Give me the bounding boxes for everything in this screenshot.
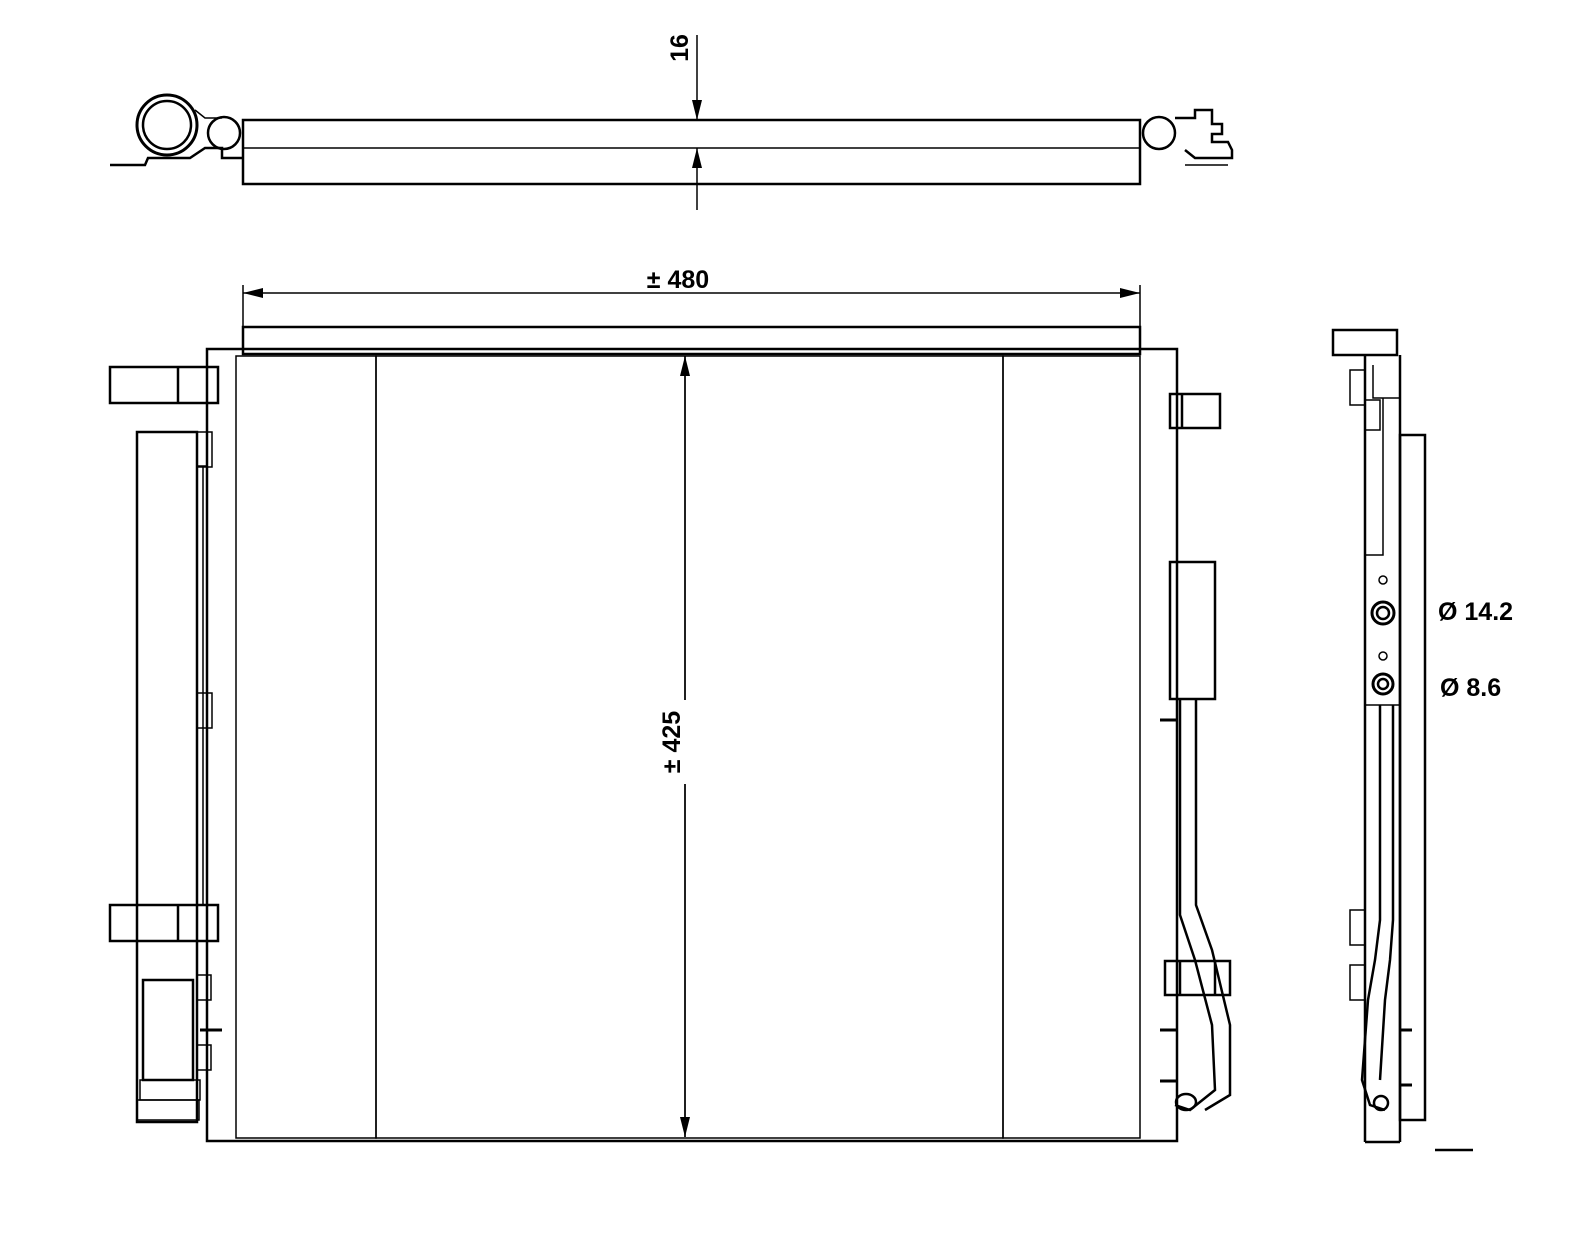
- side-view-pipe: [1360, 705, 1395, 1112]
- front-view-upper-left-bracket: [108, 365, 220, 405]
- side-view-top-seal: [1331, 328, 1399, 357]
- front-view-top-seal: [241, 325, 1142, 356]
- front-view-drier-filter: [141, 978, 195, 1082]
- front-view: ± 480 ± 425: [108, 266, 1232, 1143]
- side-view-port-large: [1370, 600, 1396, 626]
- top-view-left-tank-end: [206, 115, 242, 151]
- front-view-receiver-drier: [135, 430, 199, 1124]
- dimension-width: ± 480: [647, 266, 709, 294]
- front-view-pipe-clamp: [1168, 560, 1217, 701]
- dimension-height: ± 425: [658, 711, 686, 773]
- front-view-upper-right-bracket: [1168, 392, 1222, 430]
- front-view-lower-right-bracket: [1163, 959, 1232, 997]
- top-view-core: [241, 118, 1142, 186]
- side-view-port-small: [1371, 672, 1395, 696]
- side-view-drier: [1398, 433, 1427, 1122]
- dimension-port-large: Ø 14.2: [1438, 598, 1513, 626]
- front-view-fins-right: [1002, 355, 1141, 1139]
- top-view-right-tank-end: [1141, 115, 1177, 151]
- dimension-port-small: Ø 8.6: [1440, 674, 1501, 702]
- top-view-drier-tank: [135, 93, 199, 157]
- front-view-frame: [205, 347, 1179, 1143]
- dimension-thickness: 16: [666, 34, 694, 62]
- front-view-fins-left: [235, 355, 377, 1139]
- top-view: 16: [110, 34, 1234, 210]
- side-view: Ø 14.2 Ø 8.6: [1331, 328, 1513, 1152]
- front-view-lower-left-bracket: [108, 903, 220, 943]
- front-view-outlet-pipe: [1174, 699, 1232, 1112]
